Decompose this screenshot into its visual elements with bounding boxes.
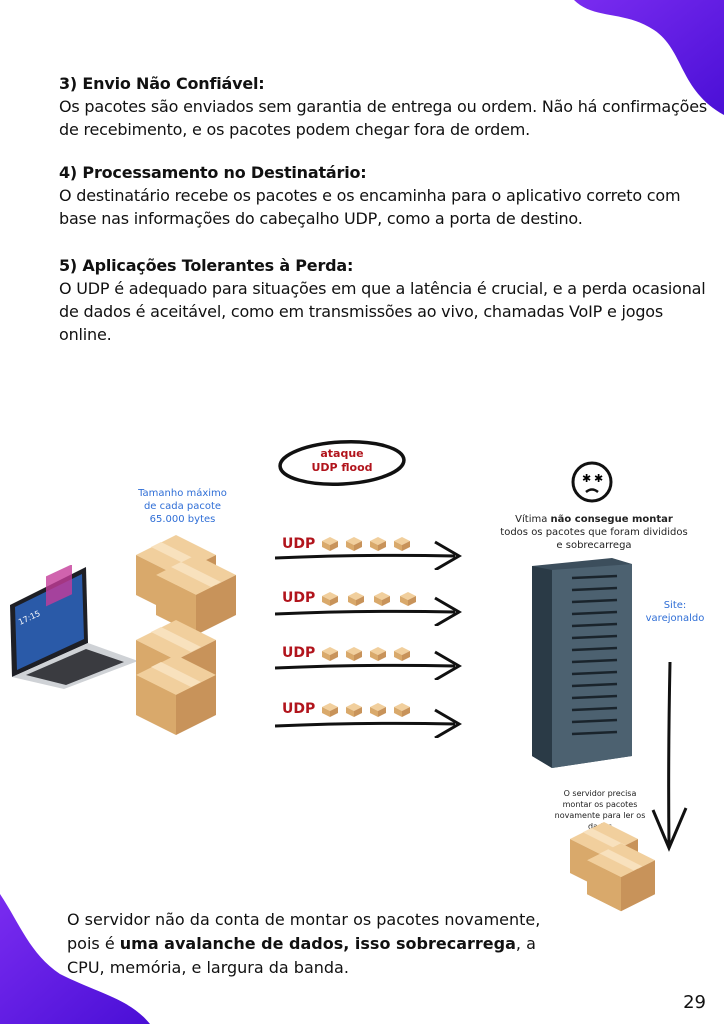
laptop-icon: 17:15 xyxy=(10,565,138,689)
site-name: varejonaldo xyxy=(645,613,705,624)
packet-icon xyxy=(346,537,362,551)
sad-face-icon: ✱✱ xyxy=(571,461,613,503)
packet-size-note: Tamanho máximo de cada pacote 65.000 byt… xyxy=(120,487,245,526)
down-arrow-icon xyxy=(651,661,688,852)
section-5: 5) Aplicações Tolerantes à Perda: O UDP … xyxy=(59,254,709,346)
packet-icon xyxy=(370,703,386,717)
attack-label-line: UDP flood xyxy=(311,461,373,474)
udp-label: UDP xyxy=(282,536,316,552)
site-label: Site: xyxy=(663,600,687,611)
conclusion-text: O servidor não da conta de montar os pac… xyxy=(67,908,567,980)
decorative-blob-bottom-left xyxy=(0,894,150,1024)
packet-icon xyxy=(394,537,410,551)
victim-note: Vítima não consegue montar todos os paco… xyxy=(500,513,688,552)
section-heading: 5) Aplicações Tolerantes à Perda: xyxy=(59,256,354,275)
arrow-icon xyxy=(275,596,462,626)
note-line: Tamanho máximo xyxy=(138,488,227,499)
page-number: 29 xyxy=(683,992,706,1013)
victim-text: todos os pacotes que foram divididos e s… xyxy=(500,527,688,551)
udp-label: UDP xyxy=(282,701,316,717)
reassembled-packages-icon xyxy=(570,822,655,912)
packet-icon xyxy=(374,592,390,606)
packet-icon xyxy=(394,703,410,717)
svg-text:✱: ✱ xyxy=(594,472,603,485)
section-4: 4) Processamento no Destinatário: O dest… xyxy=(59,161,709,230)
section-3: 3) Envio Não Confiável: Os pacotes são e… xyxy=(59,72,709,141)
conclusion-part: , a CPU, memória, e largura da banda. xyxy=(67,934,536,977)
decorative-blob-top-right xyxy=(574,0,724,115)
svg-text:✱: ✱ xyxy=(582,472,591,485)
packet-icon xyxy=(400,592,416,606)
note-line: 65.000 bytes xyxy=(149,514,216,525)
arrow-icon xyxy=(275,540,462,570)
server-tower-icon xyxy=(532,558,632,768)
udp-label: UDP xyxy=(282,590,316,606)
packet-icon xyxy=(322,537,338,551)
section-heading: 4) Processamento no Destinatário: xyxy=(59,163,367,182)
attack-label-line: ataque xyxy=(320,447,364,460)
section-body: O destinatário recebe os pacotes e os en… xyxy=(59,186,681,228)
packet-icon xyxy=(348,592,364,606)
conclusion-bold: uma avalanche de dados, isso sobrecarreg… xyxy=(119,934,516,953)
section-body: Os pacotes são enviados sem garantia de … xyxy=(59,97,707,139)
site-note: Site: varejonaldo xyxy=(640,599,710,625)
attack-ellipse xyxy=(278,440,406,486)
victim-text: Vítima xyxy=(515,514,551,525)
packet-icon xyxy=(322,592,338,606)
section-body: O UDP é adequado para situações em que a… xyxy=(59,279,706,344)
conclusion-part: O servidor não da conta de montar os pac… xyxy=(67,910,541,953)
packet-icon xyxy=(322,703,338,717)
packet-icon xyxy=(394,647,410,661)
arrow-icon xyxy=(275,650,462,680)
packet-icon xyxy=(346,647,362,661)
note-line: de cada pacote xyxy=(143,501,222,512)
packet-icon xyxy=(346,703,362,717)
packet-icon xyxy=(322,647,338,661)
packet-icon xyxy=(370,537,386,551)
arrow-icon xyxy=(275,708,462,738)
attack-label: ataque UDP flood xyxy=(276,447,408,475)
udp-label: UDP xyxy=(282,645,316,661)
packages-stack-icon xyxy=(136,535,236,735)
packet-icon xyxy=(370,647,386,661)
section-heading: 3) Envio Não Confiável: xyxy=(59,74,265,93)
victim-bold: não consegue montar xyxy=(550,514,673,525)
